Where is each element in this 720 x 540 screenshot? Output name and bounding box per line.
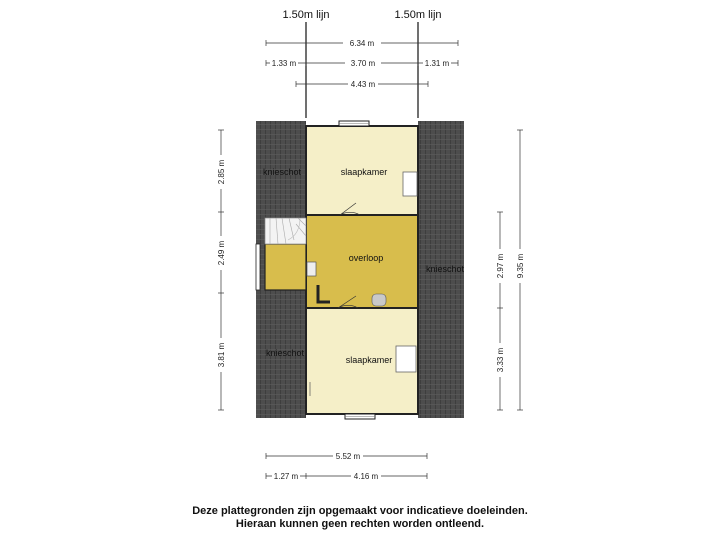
dim-bottom-2b: 4.16 m [354, 472, 379, 481]
dim-bottom-1: 5.52 m [336, 452, 361, 461]
bedroom-top [305, 125, 419, 216]
landing [305, 214, 419, 309]
bedroom-bottom [305, 307, 419, 415]
dim-bottom-2a: 1.27 m [274, 472, 299, 481]
duct [316, 285, 330, 304]
dim-left-3: 3.81 m [217, 342, 226, 367]
floor-plan: 1.50m lijn 1.50m lijn 6.34 m 1.33 m 3.70… [215, 9, 526, 481]
room-label-knee-wall-right: knieschot [426, 264, 465, 274]
dim-top-left: 1.33 m [272, 59, 297, 68]
radiator-top [402, 171, 418, 197]
radiator-bottom [395, 345, 417, 373]
disclaimer-line-1: Deze plattegronden zijn opgemaakt voor i… [192, 505, 528, 517]
dim-right-2: 3.33 m [496, 347, 505, 372]
windows [255, 120, 376, 420]
doors [337, 202, 361, 309]
disclaimer-line-2: Hieraan kunnen geen rechten worden ontle… [235, 518, 485, 530]
dim-left-2: 2.49 m [217, 240, 226, 265]
room-label-bedroom-bottom: slaapkamer [346, 355, 393, 365]
room-label-landing: overloop [349, 253, 384, 263]
dim-right-total: 9.35 m [516, 253, 525, 278]
room-label-knee-wall-bottom-left: knieschot [266, 348, 305, 358]
boiler [306, 261, 317, 277]
washing-machine-icon [371, 293, 387, 307]
dim-top-middle: 3.70 m [351, 59, 376, 68]
staircase [264, 217, 307, 245]
disclaimer: Deze plattegronden zijn opgemaakt voor i… [0, 505, 720, 531]
dim-left-1: 2.85 m [217, 159, 226, 184]
landing-alcove [264, 243, 307, 291]
room-label-bedroom-top: slaapkamer [341, 167, 388, 177]
dim-top-total: 6.34 m [350, 39, 375, 48]
lijn-lines: 1.50m lijn 1.50m lijn [282, 9, 442, 118]
lijn-label-right: 1.50m lijn [394, 9, 441, 21]
dim-right-1: 2.97 m [496, 253, 505, 278]
dim-top-inner: 4.43 m [351, 80, 376, 89]
roof-areas [256, 121, 464, 418]
lijn-label-left: 1.50m lijn [282, 9, 329, 21]
dim-top-right: 1.31 m [425, 59, 450, 68]
room-label-knee-wall-top-left: knieschot [263, 167, 302, 177]
